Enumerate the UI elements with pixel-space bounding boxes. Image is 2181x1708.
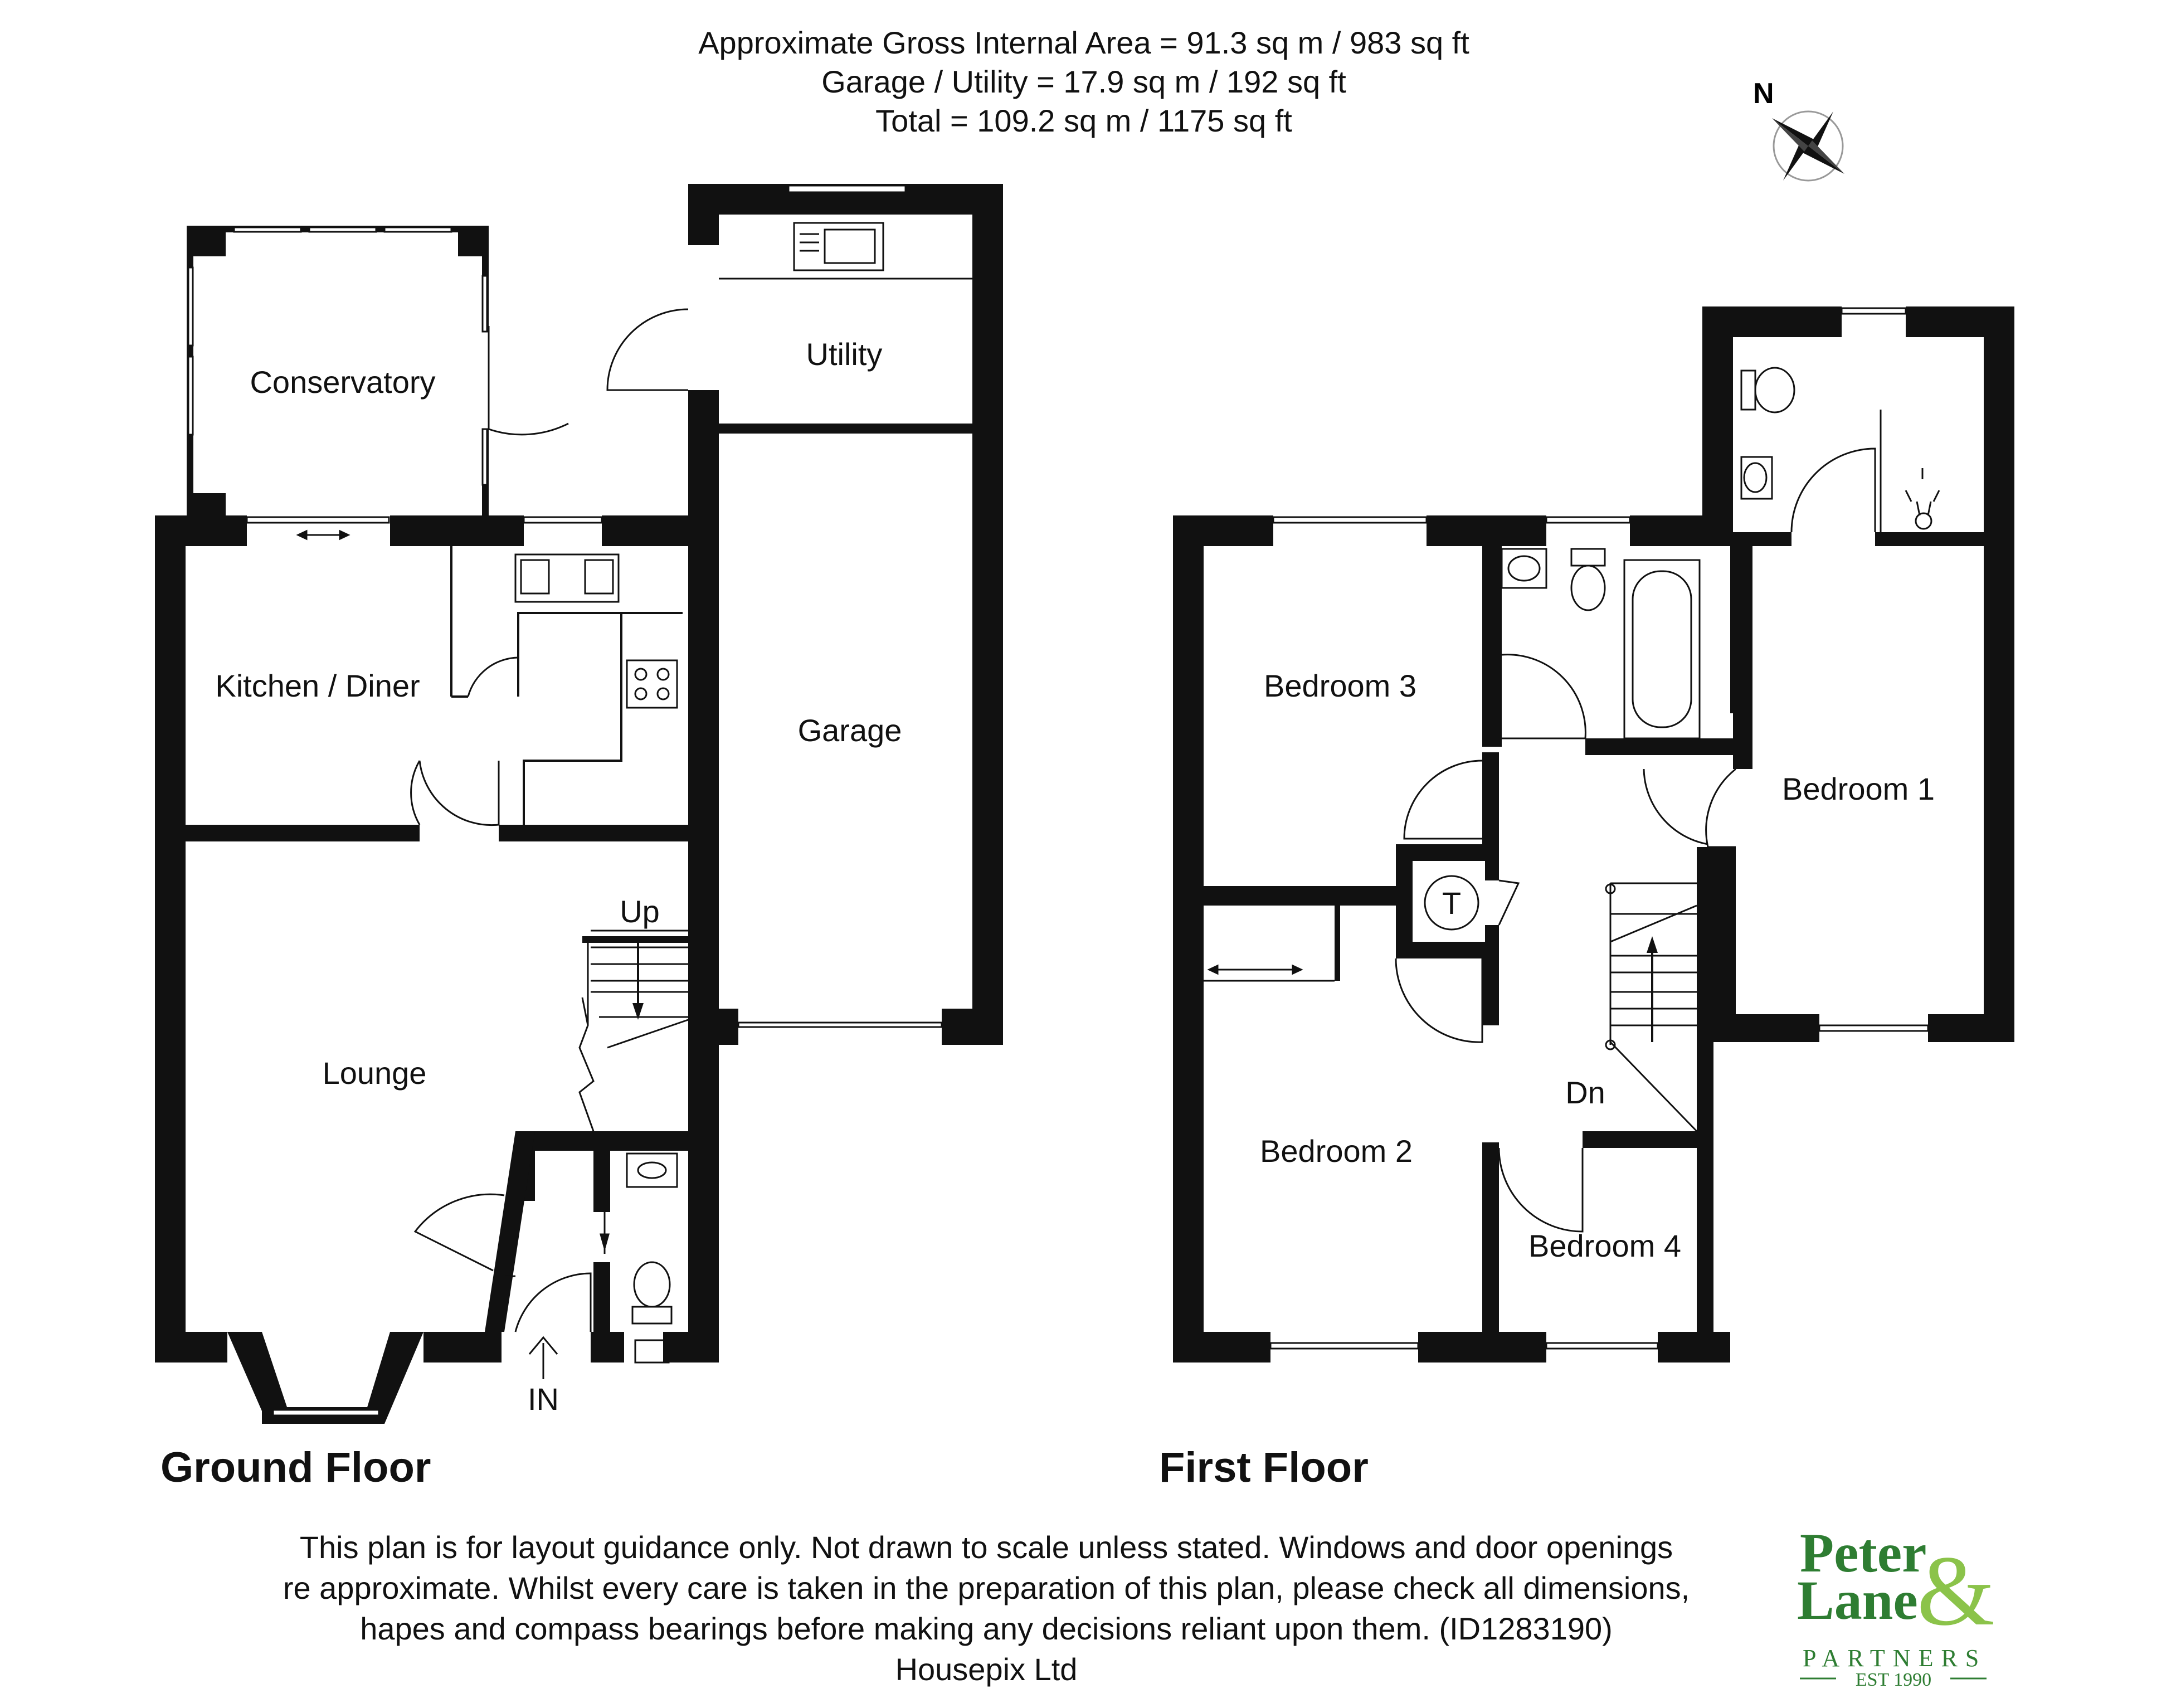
tank-label: T (1442, 885, 1461, 921)
first-floor-walls (1173, 306, 2014, 1362)
bedroom-3-label: Bedroom 3 (1264, 668, 1416, 703)
stairs-up-label: Up (620, 894, 660, 929)
logo-partners: PARTNERS (1803, 1644, 1987, 1672)
disclaimer-line-1: This plan is for layout guidance only. N… (299, 1530, 1673, 1565)
disclaimer-line-3: hapes and compass bearings before making… (360, 1611, 1613, 1646)
lounge-label: Lounge (323, 1055, 427, 1091)
logo-est: EST 1990 (1856, 1670, 1931, 1690)
ground-floor-fixtures (296, 222, 972, 1364)
ground-floor-windows (187, 184, 943, 1417)
disclaimer-line-2: re approximate. Whilst every care is tak… (283, 1570, 1690, 1605)
area-line-1: Approximate Gross Internal Area = 91.3 s… (698, 25, 1469, 60)
compass-north-label: N (1753, 77, 1774, 110)
disclaimer-line-4: Housepix Ltd (895, 1652, 1078, 1687)
area-line-3: Total = 109.2 sq m / 1175 sq ft (875, 103, 1292, 138)
first-floor-title: First Floor (1159, 1444, 1369, 1491)
bedroom-4-label: Bedroom 4 (1528, 1228, 1681, 1263)
compass-rose-icon: N (1753, 77, 1844, 182)
peter-lane-logo: Peter Lane & PARTNERS EST 1990 (1797, 1522, 1995, 1690)
logo-peter: Peter (1800, 1522, 1927, 1584)
bedroom-2-label: Bedroom 2 (1260, 1133, 1413, 1169)
utility-label: Utility (806, 337, 883, 372)
logo-lane: Lane (1797, 1569, 1918, 1631)
area-line-2: Garage / Utility = 17.9 sq m / 192 sq ft (821, 64, 1346, 99)
ground-floor-walls (155, 184, 1003, 1424)
stair-arrow-down-icon (632, 942, 644, 1020)
entrance-label: IN (528, 1381, 559, 1417)
ground-floor-title: Ground Floor (160, 1444, 431, 1491)
entrance-arrow-icon (528, 1336, 558, 1379)
disclaimer: This plan is for layout guidance only. N… (279, 1527, 1694, 1690)
ground-floor-stairs (578, 930, 689, 1132)
conservatory-label: Conservatory (250, 364, 435, 400)
stairs-down-label: Dn (1565, 1075, 1605, 1110)
logo-ampersand: & (1917, 1535, 1995, 1646)
stair-arrow-up-icon (1647, 936, 1658, 1042)
kitchen-diner-label: Kitchen / Diner (215, 668, 420, 703)
bedroom-1-label: Bedroom 1 (1782, 771, 1935, 806)
first-floor-windows (1269, 307, 1929, 1350)
garage-label: Garage (798, 713, 902, 748)
ground-floor-doors (410, 308, 689, 1332)
first-floor-fixtures (1204, 367, 1940, 1233)
